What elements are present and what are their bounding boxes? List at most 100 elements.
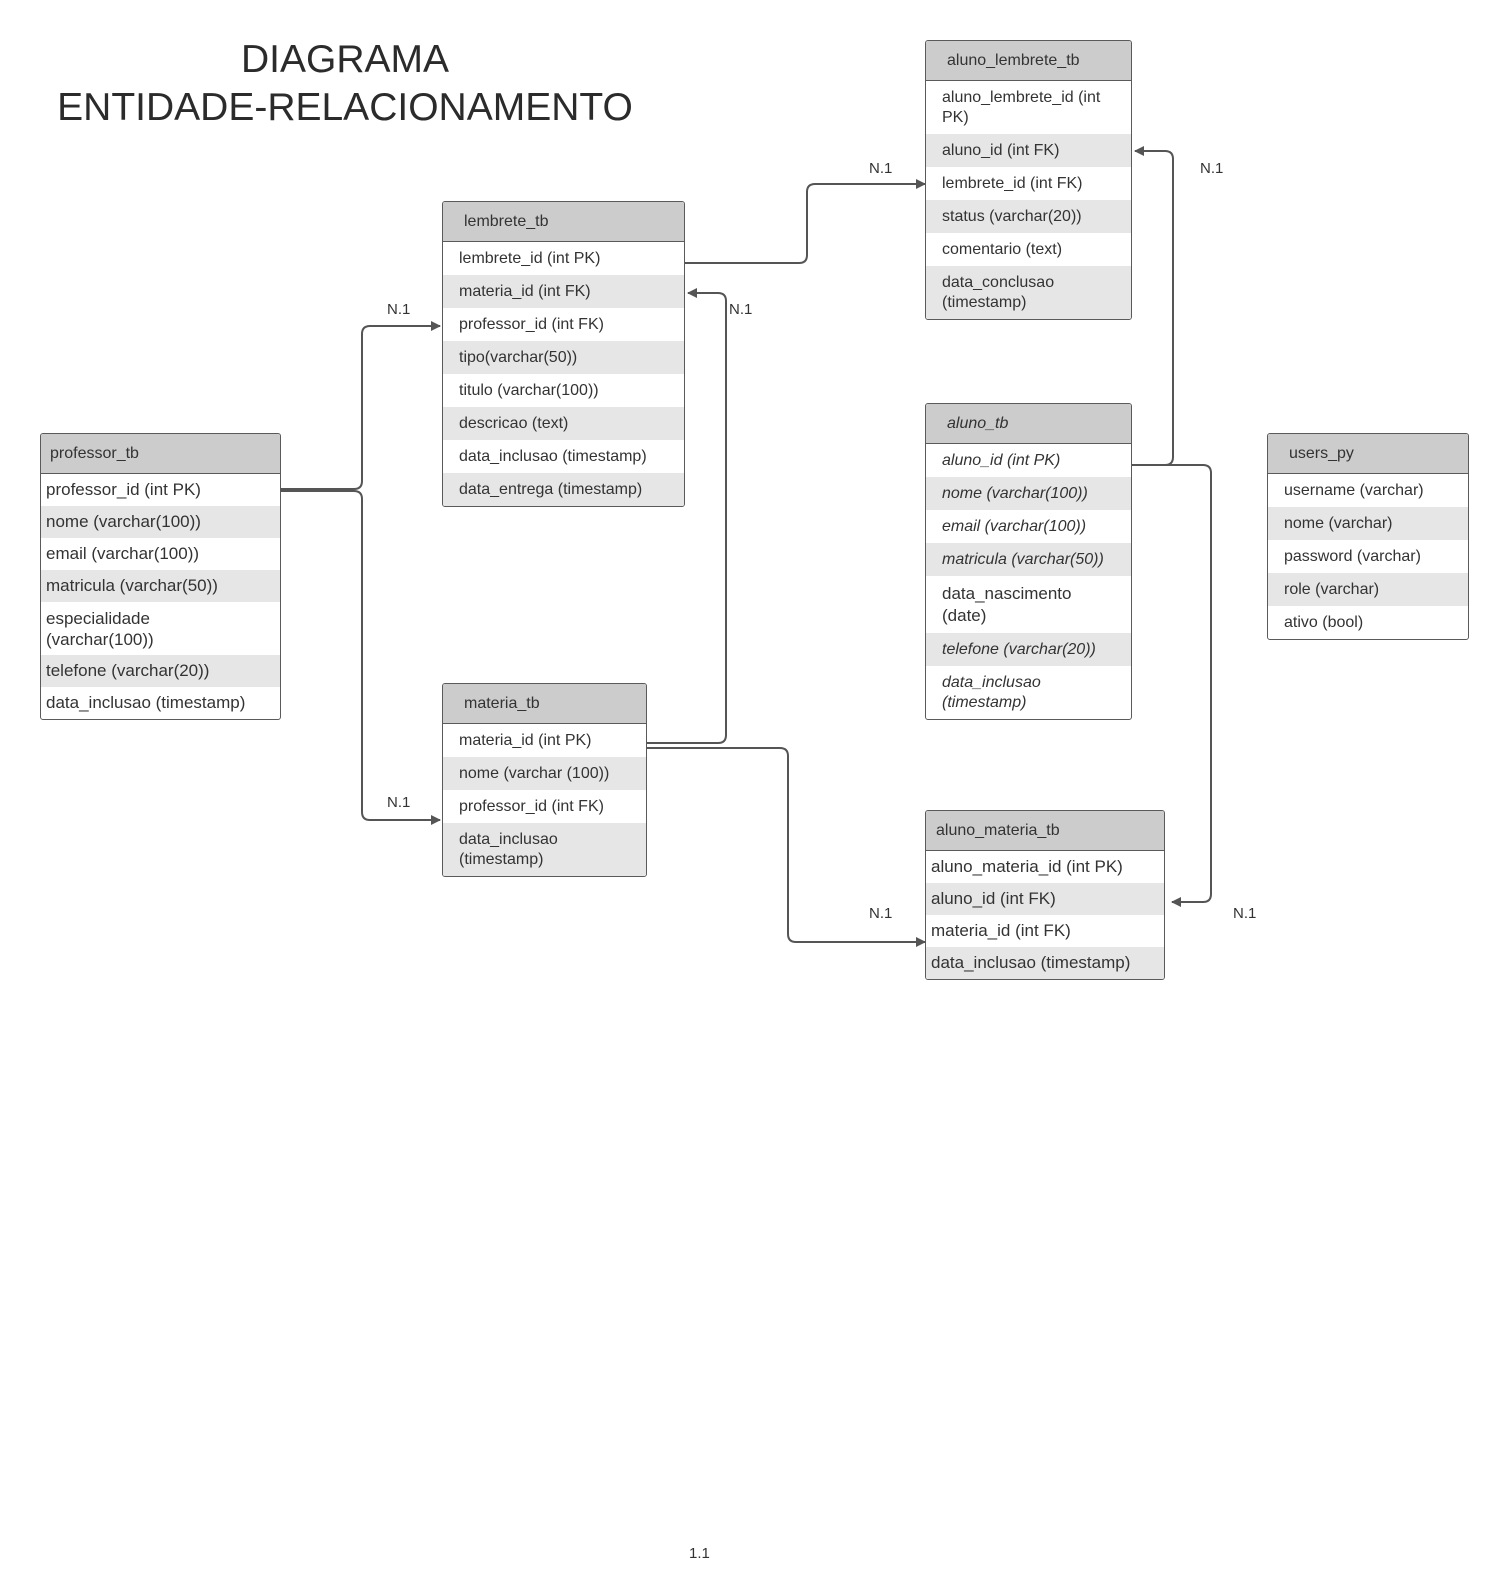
cardinality-label-aluno-aluno-materia: N.1 (1233, 905, 1257, 922)
entity-aluno-materia-tb[interactable]: aluno_materia_tb aluno_materia_id (int P… (925, 810, 1165, 980)
field-label: lembrete_id (int FK) (942, 174, 1083, 192)
field-row: titulo (varchar(100)) (443, 374, 684, 407)
field-row: telefone (varchar(20)) (926, 633, 1131, 666)
field-label: data_entrega (timestamp) (459, 480, 643, 498)
field-row: nome (varchar (100)) (443, 757, 646, 790)
entity-name: aluno_materia_tb (936, 821, 1060, 839)
field-label: matricula (varchar(50)) (942, 550, 1104, 568)
field-label: titulo (varchar(100)) (459, 381, 599, 399)
field-row: status (varchar(20)) (926, 200, 1131, 233)
field-row: ativo (bool) (1268, 606, 1468, 639)
field-row: matricula (varchar(50)) (41, 570, 280, 602)
entity-aluno-tb[interactable]: aluno_tb aluno_id (int PK) nome (varchar… (925, 403, 1132, 720)
field-label: data_inclusao (timestamp) (459, 447, 647, 465)
field-label: materia_id (int FK) (459, 282, 591, 300)
entity-materia-tb[interactable]: materia_tb materia_id (int PK) nome (var… (442, 683, 647, 877)
entity-name: materia_tb (464, 694, 540, 712)
field-label: email (varchar(100)) (942, 517, 1087, 535)
entity-name: aluno_tb (947, 414, 1009, 432)
field-label: data_nascimento (date) (942, 583, 1072, 625)
field-label: matricula (varchar(50)) (46, 576, 218, 595)
field-row: professor_id (int FK) (443, 308, 684, 341)
connector-aluno-aluno-lembrete (1132, 146, 1174, 466)
field-row: username (varchar) (1268, 474, 1468, 507)
field-label: telefone (varchar(20)) (942, 640, 1096, 658)
cardinality-label-lembrete-aluno-lembrete: N.1 (869, 160, 893, 177)
field-label: role (varchar) (1284, 580, 1380, 598)
cardinality-label-materia-lembrete: N.1 (729, 301, 753, 318)
field-row: aluno_id (int FK) (926, 883, 1164, 915)
field-row: tipo(varchar(50)) (443, 341, 684, 374)
field-row: descricao (text) (443, 407, 684, 440)
entity-users-py[interactable]: users_py username (varchar) nome (varcha… (1267, 433, 1469, 640)
field-row: nome (varchar(100)) (926, 477, 1131, 510)
entity-name: lembrete_tb (464, 212, 549, 230)
field-row: password (varchar) (1268, 540, 1468, 573)
field-row: materia_id (int PK) (443, 724, 646, 757)
field-label: nome (varchar(100)) (46, 512, 201, 531)
connector-lembrete-aluno-lembrete (685, 179, 926, 264)
field-row: data_inclusao (timestamp) (443, 440, 684, 473)
field-row: data_entrega (timestamp) (443, 473, 684, 506)
entity-aluno-lembrete-tb[interactable]: aluno_lembrete_tb aluno_lembrete_id (int… (925, 40, 1132, 320)
field-label: nome (varchar (100)) (459, 764, 610, 782)
entity-professor-tb[interactable]: professor_tb professor_id (int PK) nome … (40, 433, 281, 720)
entity-header: lembrete_tb (443, 202, 684, 242)
field-row: email (varchar(100)) (41, 538, 280, 570)
cardinality-label-professor-lembrete: N.1 (387, 301, 411, 318)
cardinality-label-professor-materia: N.1 (387, 794, 411, 811)
field-row: data_inclusao (timestamp) (926, 666, 1131, 719)
entity-header: aluno_tb (926, 404, 1131, 444)
field-label: tipo(varchar(50)) (459, 348, 578, 366)
field-row: role (varchar) (1268, 573, 1468, 606)
field-label: nome (varchar(100)) (942, 484, 1088, 502)
field-row: data_nascimento (date) (926, 576, 1131, 633)
field-label: username (varchar) (1284, 481, 1424, 499)
connector-materia-lembrete (647, 288, 727, 744)
field-row: aluno_lembrete_id (int PK) (926, 81, 1131, 134)
field-label: materia_id (int FK) (931, 921, 1071, 940)
field-label: aluno_materia_id (int PK) (931, 857, 1123, 876)
field-row: especialidade (varchar(100)) (41, 602, 280, 655)
field-row: matricula (varchar(50)) (926, 543, 1131, 576)
cardinality-label-aluno-aluno-lembrete: N.1 (1200, 160, 1224, 177)
diagram-title-line2: ENTIDADE-RELACIONAMENTO (57, 86, 633, 129)
entity-name: aluno_lembrete_tb (947, 51, 1080, 69)
entity-header: professor_tb (41, 434, 280, 474)
field-label: ativo (bool) (1284, 613, 1364, 631)
field-label: data_conclusao (timestamp) (942, 273, 1055, 311)
field-row: data_inclusao (timestamp) (443, 823, 646, 876)
field-label: comentario (text) (942, 240, 1063, 258)
entity-header: materia_tb (443, 684, 646, 724)
field-label: data_inclusao (timestamp) (931, 953, 1131, 972)
field-row: lembrete_id (int PK) (443, 242, 684, 275)
field-row: nome (varchar(100)) (41, 506, 280, 538)
field-label: email (varchar(100)) (46, 544, 200, 563)
field-row: telefone (varchar(20)) (41, 655, 280, 687)
connector-materia-aluno-materia (647, 747, 926, 947)
field-row: aluno_id (int PK) (926, 444, 1131, 477)
field-row: materia_id (int FK) (443, 275, 684, 308)
field-label: professor_id (int FK) (459, 315, 604, 333)
field-row: professor_id (int FK) (443, 790, 646, 823)
connector-professor-materia (281, 490, 441, 825)
field-label: especialidade (varchar(100)) (46, 608, 154, 649)
field-label: descricao (text) (459, 414, 569, 432)
entity-header: aluno_materia_tb (926, 811, 1164, 851)
field-row: data_inclusao (timestamp) (41, 687, 280, 719)
field-row: data_inclusao (timestamp) (926, 947, 1164, 979)
entity-lembrete-tb[interactable]: lembrete_tb lembrete_id (int PK) materia… (442, 201, 685, 507)
entity-header: users_py (1268, 434, 1468, 474)
connector-professor-lembrete (281, 321, 441, 490)
field-label: password (varchar) (1284, 547, 1421, 565)
field-row: aluno_id (int FK) (926, 134, 1131, 167)
field-row: data_conclusao (timestamp) (926, 266, 1131, 319)
entity-header: aluno_lembrete_tb (926, 41, 1131, 81)
field-row: comentario (text) (926, 233, 1131, 266)
diagram-title: DIAGRAMA ENTIDADE-RELACIONAMENTO (40, 36, 650, 132)
field-label: nome (varchar) (1284, 514, 1393, 532)
field-row: nome (varchar) (1268, 507, 1468, 540)
field-label: professor_id (int FK) (459, 797, 604, 815)
field-label: lembrete_id (int PK) (459, 249, 601, 267)
